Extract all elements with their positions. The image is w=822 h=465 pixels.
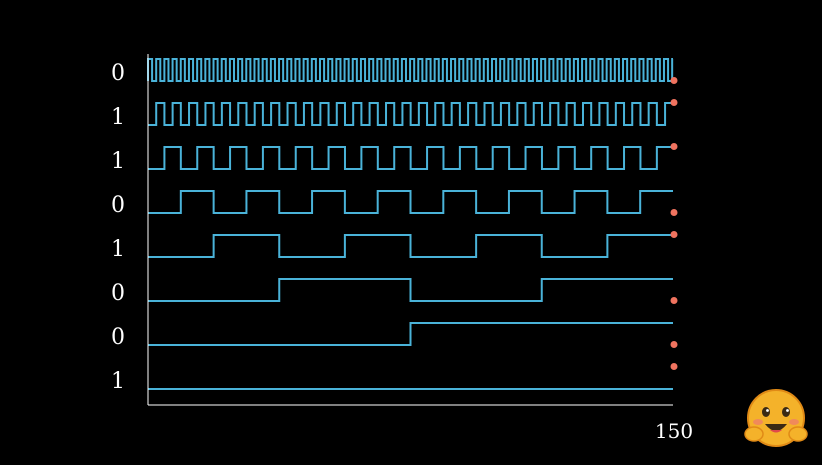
waveform-1 — [147, 58, 674, 82]
bit-label-2: 1 — [111, 105, 125, 130]
end-dot-1 — [670, 77, 678, 84]
end-dot-3 — [670, 143, 678, 150]
end-dot-8 — [670, 363, 678, 370]
hugging-face-logo — [744, 389, 808, 447]
waveform-6 — [148, 278, 673, 302]
bit-label-5: 1 — [111, 237, 125, 262]
waveform-7 — [148, 322, 673, 346]
waveforms — [147, 58, 674, 390]
waveform-3 — [148, 146, 673, 170]
waveform-5 — [148, 234, 673, 258]
end-dots — [670, 77, 678, 370]
end-dot-6 — [670, 297, 678, 304]
bit-label-1: 0 — [111, 61, 125, 86]
end-dot-4 — [670, 209, 678, 216]
x-axis-end-label: 150 — [655, 419, 693, 443]
end-dot-2 — [670, 99, 678, 106]
waveform-2 — [148, 102, 673, 126]
bit-label-4: 0 — [111, 193, 125, 218]
bit-labels: 0 1 1 0 1 0 0 1 — [111, 61, 125, 394]
end-dot-5 — [670, 231, 678, 238]
bit-label-7: 0 — [111, 325, 125, 350]
bit-label-3: 1 — [111, 149, 125, 174]
bit-label-8: 1 — [111, 369, 125, 394]
end-dot-7 — [670, 341, 678, 348]
waveform-4 — [148, 190, 673, 214]
bit-label-6: 0 — [111, 281, 125, 306]
